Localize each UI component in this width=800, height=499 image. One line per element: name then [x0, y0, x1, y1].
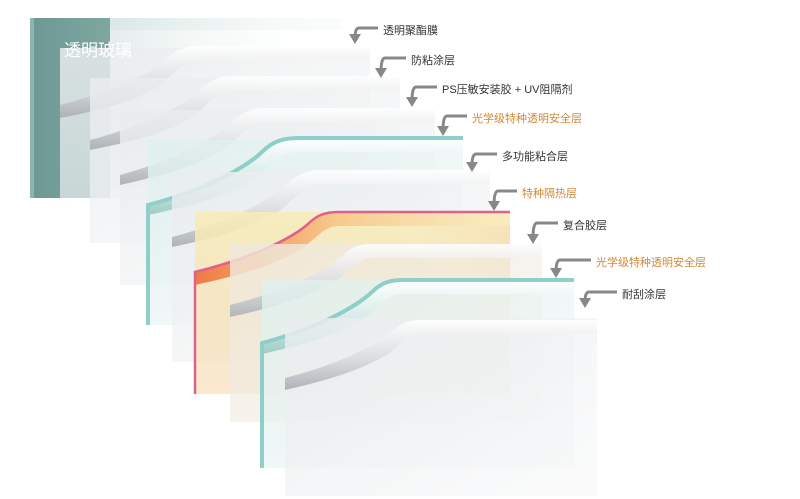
- arrow-icon: [406, 85, 437, 107]
- arrow-icon: [437, 114, 467, 136]
- arrow-icon: [466, 152, 497, 172]
- layer-label-7: 复合胶层: [563, 220, 607, 232]
- arrow-icon: [488, 189, 517, 211]
- layer-label-5: 多功能粘合层: [502, 151, 568, 163]
- arrow-icon: [527, 221, 558, 244]
- layer-label-2: 防粘涂层: [411, 55, 455, 67]
- layer-label-9: 耐刮涂层: [622, 289, 666, 301]
- arrow-icon: [550, 258, 591, 278]
- arrow-icon: [375, 56, 406, 78]
- arrow-icon: [349, 26, 378, 44]
- film-layer-9: [285, 318, 597, 496]
- layer-label-6: 特种隔热层: [522, 188, 577, 200]
- layer-label-4: 光学级特种透明安全层: [472, 113, 582, 125]
- layer-label-1: 透明聚酯膜: [383, 25, 438, 37]
- arrow-icon: [579, 290, 617, 308]
- glass-label: 透明玻璃: [64, 41, 132, 60]
- layer-label-3: PS压敏安装胶 + UV阻隔剂: [442, 84, 573, 96]
- pointer-arrows: [349, 26, 617, 308]
- layer-label-8: 光学级特种透明安全层: [596, 257, 706, 269]
